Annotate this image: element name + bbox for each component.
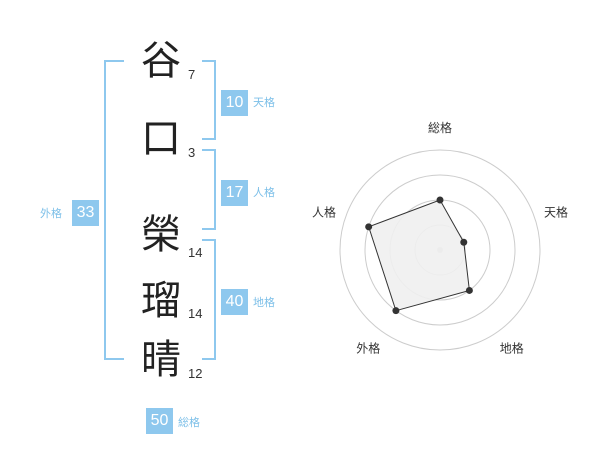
chikaku-value: 40 — [221, 289, 248, 315]
gaikaku-label: 外格 — [40, 207, 62, 220]
radar-ring-4 — [339, 149, 541, 351]
soukaku-value: 50 — [146, 408, 173, 434]
radar-axis-label-3: 地格 — [500, 341, 524, 356]
radar-ring-3 — [364, 174, 516, 326]
radar-data-point-4 — [392, 307, 400, 315]
radar-data-point-3 — [465, 286, 473, 294]
stroke-count-3: 14 — [188, 245, 203, 260]
name-char-2: 口 — [141, 116, 181, 162]
stroke-count-2: 3 — [188, 145, 196, 160]
tenkaku-label: 天格 — [253, 96, 275, 109]
jinkaku-label: 人格 — [253, 186, 275, 199]
radar-axis-label-2: 天格 — [544, 204, 568, 219]
radar-axis-label-4: 外格 — [356, 341, 380, 356]
tenkaku-value: 10 — [221, 90, 248, 116]
radar-data-point-1 — [436, 196, 444, 204]
gaikaku-bracket-upper — [104, 60, 124, 300]
stroke-count-5: 12 — [188, 366, 203, 381]
jinkaku-value: 17 — [221, 180, 248, 206]
radar-data-point-2 — [460, 238, 468, 246]
gaikaku-value: 33 — [72, 200, 99, 226]
radar-axis-label-1: 総格 — [428, 120, 452, 135]
stroke-count-4: 14 — [188, 306, 203, 321]
name-char-4: 瑠 — [141, 278, 181, 324]
radar-data-polygon — [368, 199, 470, 312]
name-char-5: 晴 — [141, 337, 181, 383]
chikaku-bracket — [202, 239, 216, 360]
chikaku-label: 地格 — [253, 296, 275, 309]
name-char-3: 榮 — [141, 212, 181, 258]
jinkaku-bracket — [202, 149, 216, 230]
gaikaku-bracket-lower — [104, 298, 124, 360]
name-char-1: 谷 — [141, 38, 181, 84]
tenkaku-bracket — [202, 60, 216, 140]
soukaku-label: 総格 — [178, 416, 200, 429]
radar-data-point-5 — [365, 223, 373, 231]
stroke-count-1: 7 — [188, 67, 196, 82]
radar-axis-label-5: 人格 — [312, 204, 336, 219]
